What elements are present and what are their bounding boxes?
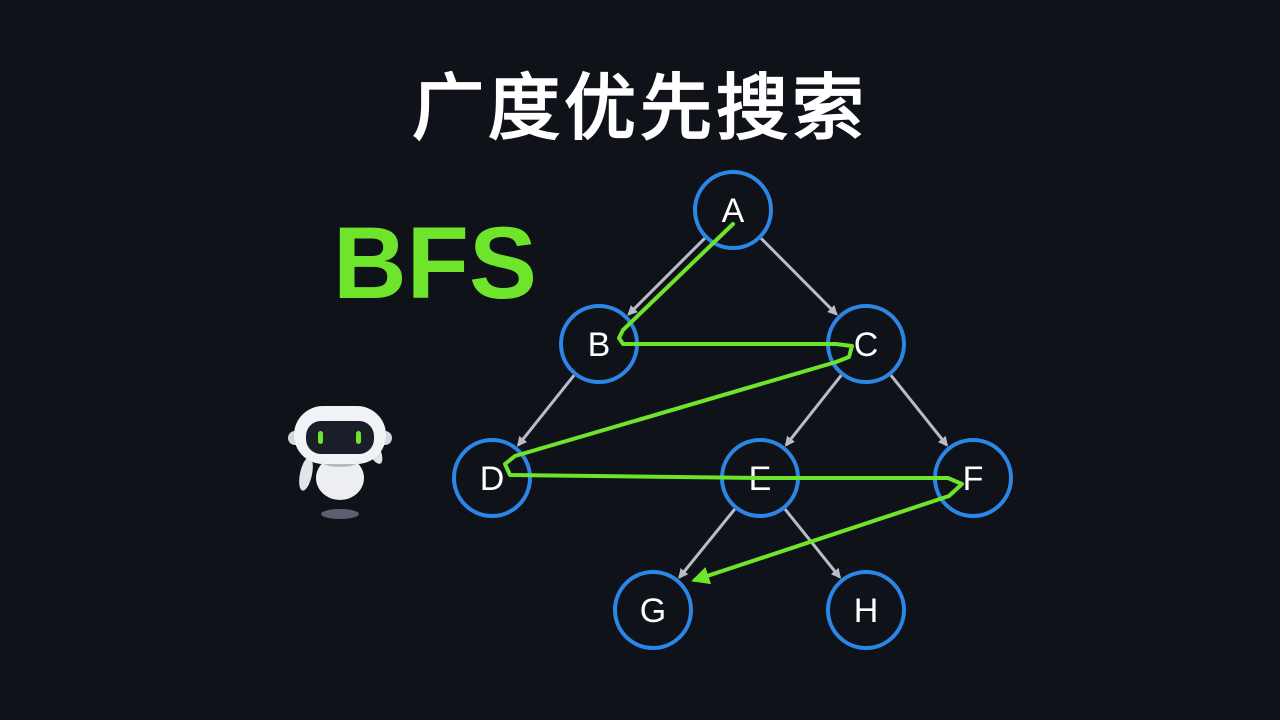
edge-B-D [516, 374, 576, 447]
node-label: D [480, 460, 505, 498]
node-circle [826, 570, 906, 650]
traversal-path [503, 222, 964, 585]
node-label: G [640, 592, 666, 630]
node-label: A [722, 192, 745, 230]
node-G: G [613, 570, 693, 650]
node-circle [693, 170, 773, 250]
edge-A-C [760, 237, 838, 316]
edge-C-F [889, 374, 949, 447]
edge-E-G [678, 508, 736, 579]
edge-C-E [784, 374, 843, 447]
node-A: A [693, 170, 773, 250]
algorithm-abbreviation: BFS [333, 206, 537, 320]
edge-A-B [627, 237, 706, 316]
node-label: B [588, 326, 611, 364]
node-label: H [854, 592, 879, 630]
robot-icon [288, 406, 392, 519]
node-D: D [452, 438, 532, 518]
node-circle [613, 570, 693, 650]
page-title: 广度优先搜索 [411, 66, 868, 150]
node-C: C [826, 304, 906, 384]
edges [516, 237, 949, 579]
node-label: F [963, 460, 984, 498]
node-H: H [826, 570, 906, 650]
bfs-traversal-line [503, 222, 964, 585]
node-label: C [854, 326, 879, 364]
